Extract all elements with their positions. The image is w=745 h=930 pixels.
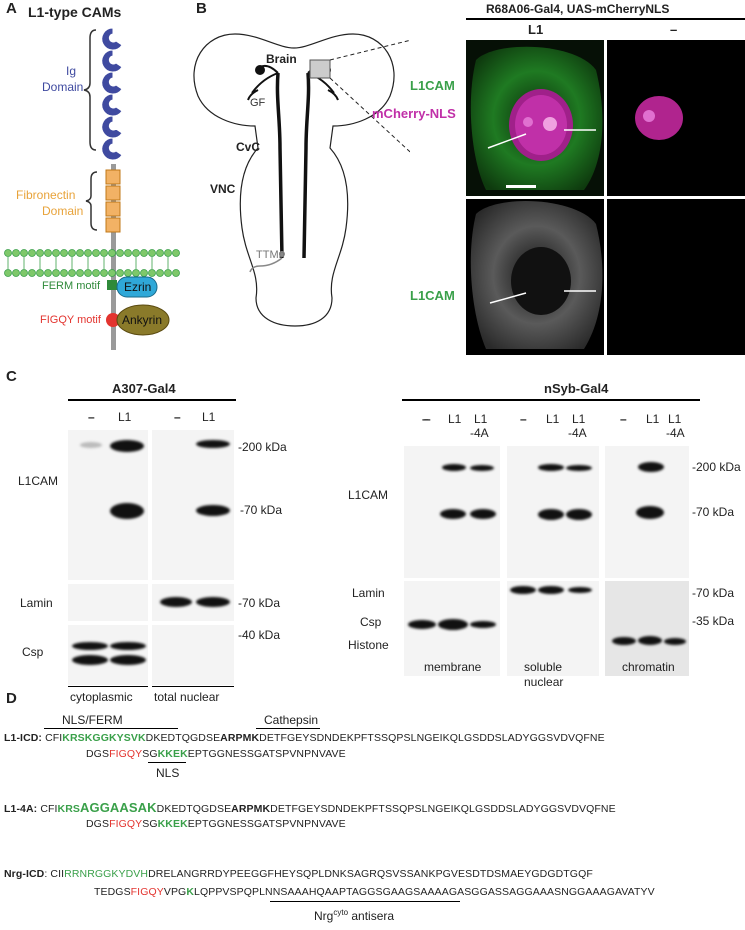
panel-a-title: L1-type CAMs [28,4,122,20]
right-lane-minus: – [424,412,431,426]
fly-cns-schematic [180,18,461,358]
right-marker-200: -200 kDa [692,460,741,474]
left-marker-70b: -70 kDa [238,596,281,610]
panel-label-d: D [6,690,17,707]
panel-label-c: C [6,368,17,385]
row1-mcherry-label: mCherry-NLS [372,106,456,121]
vnc-label: VNC [210,182,236,196]
right-blot-chromatin-lower [605,581,689,676]
gf-label: GF [250,97,266,109]
micrograph-header: R68A06-Gal4, UAS-mCherryNLS [486,2,670,16]
right-fraction-soluble: soluble [524,660,563,674]
l1icd-line1: L1-ICD: CFIKRSKGGKYSVKDKEDTQGDSEARPMKDET… [4,732,605,744]
right-lane-l1b: L1 [474,412,488,426]
right-row-lamin: Lamin [352,586,385,600]
nrgicd-line2: TEDGSFIGQYVPGKLQPPVSPQPLNNSAAAHQAAPTAGGS… [94,886,655,898]
l1-cam-diagram [0,0,190,360]
right-fraction-chromatin: chromatin [622,660,675,674]
left-fraction-cyto: cytoplasmic [70,690,133,704]
fn-label: Fibronectin [16,188,76,202]
left-blot-cyto-lamin [68,584,148,621]
micrograph-l1-gray [466,199,604,355]
left-lane-1: – [88,410,95,424]
right-header-rule [402,399,700,401]
left-row-l1cam: L1CAM [18,474,59,488]
brain-label: Brain [266,52,297,66]
right-lane-minus2: – [520,412,527,426]
left-row-csp: Csp [22,645,44,659]
right-blot-soluble-lower [507,581,599,676]
right-marker-70b: -70 kDa [692,586,735,600]
micrograph-control-merge [607,40,745,196]
right-row-l1cam: L1CAM [348,488,389,502]
right-fraction-membrane: membrane [424,660,482,674]
header-rule [466,18,745,20]
l14a-line2: DGSFIGQYSGKKEKEPTGGNESSGATSPVNPNVAVE [86,818,346,830]
row1-l1cam-label: L1CAM [410,78,455,93]
right-lane-l1: L1 [448,412,462,426]
cvc-label: CvC [236,140,261,154]
left-lane-4: L1 [202,410,216,424]
micrograph-control-gray [607,199,745,355]
nls-label: NLS [156,766,180,780]
ttmn-label: TTMn [256,249,285,261]
col-minus-label: – [670,22,678,37]
nls-ferm-label: NLS/FERM [62,713,123,727]
right-fraction-nuclear: nuclear [524,675,564,689]
row2-l1cam-label: L1CAM [410,288,455,303]
ankyrin-label: Ankyrin [122,313,163,327]
left-marker-40: -40 kDa [238,628,281,642]
ferm-motif-label: FERM motif [42,280,101,292]
left-fraction-nuc: total nuclear [154,690,220,704]
left-lane-3: – [174,410,181,424]
panel-label-a: A [6,0,17,17]
nrgicd-line1: Nrg-ICD: CIIRRNRGGKYDVHDRELANGRRDYPEEGGF… [4,868,593,880]
l14a-line1: L1-4A: CFIKRSAGGAASAKDKEDTQGDSEARPMKDETF… [4,800,616,815]
left-row-lamin: Lamin [20,596,53,610]
col-l1-label: L1 [528,22,544,37]
ig-domain-label: Domain [42,80,84,94]
left-marker-70a: -70 kDa [240,503,283,517]
ezrin-label: Ezrin [124,280,152,294]
left-blot-header: A307-Gal4 [112,381,176,396]
left-blot-nuc-csp [152,625,234,685]
nrg-antisera-label: Nrgcyto antisera [314,908,395,923]
left-header-rule [68,399,236,401]
micrograph-l1-merge [466,40,604,196]
cathepsin-label: Cathepsin [264,713,319,727]
ig-label: Ig [66,64,77,78]
right-lane-4a: -4A [470,426,489,440]
right-row-csp: Csp [360,615,382,629]
fn-domain-label: Domain [42,204,84,218]
l1icd-line2: DGSFIGQYSGKKEKEPTGGNESSGATSPVNPNVAVE [86,748,346,760]
left-marker-200: -200 kDa [238,440,287,454]
right-blot-header: nSyb-Gal4 [544,381,609,396]
panel-label-b: B [196,0,207,17]
figqy-motif-label: FIGQY motif [40,314,101,326]
left-lane-2: L1 [118,410,132,424]
right-marker-35: -35 kDa [692,614,735,628]
right-row-histone: Histone [348,638,389,652]
right-marker-70a: -70 kDa [692,505,735,519]
